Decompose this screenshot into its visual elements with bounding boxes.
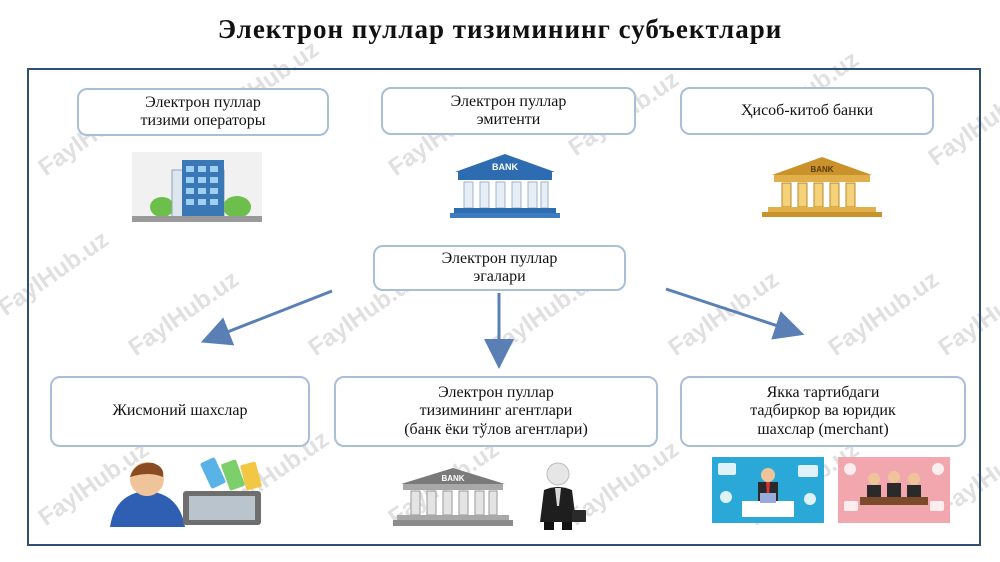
office-workers-icon	[712, 457, 824, 523]
arrow-to-merchants	[665, 287, 805, 340]
businessman-icon	[540, 462, 586, 530]
person-computer-icon	[110, 457, 262, 527]
arrow-to-individuals	[200, 289, 333, 346]
agent-bank-icon: BANK	[393, 468, 513, 526]
diagram-frame	[27, 68, 981, 546]
box-individuals: Жисмоний шахслар	[50, 376, 310, 447]
business-meeting-icon	[838, 457, 950, 523]
bank-icon-label: BANK	[492, 162, 518, 172]
box-owners: Электрон пуллар эгалари	[373, 245, 626, 291]
box-system-operator: Электрон пуллар тизими операторы	[77, 88, 329, 136]
box-agents: Электрон пуллар тизимининг агентлари (ба…	[334, 376, 658, 447]
gold-bank-icon-label: BANK	[810, 165, 833, 174]
box-emitent: Электрон пуллар эмитенти	[381, 87, 636, 135]
box-merchants: Якка тартибдаги тадбиркор ва юридик шахс…	[680, 376, 966, 447]
box-settlement-bank: Ҳисоб-китоб банки	[680, 87, 934, 135]
office-building-icon	[132, 152, 262, 222]
page-title: Электрон пуллар тизимининг субъектлари	[217, 14, 783, 44]
bank-icon: BANK	[450, 154, 560, 218]
gold-bank-icon: BANK	[762, 157, 882, 217]
agent-bank-icon-label: BANK	[441, 474, 464, 483]
